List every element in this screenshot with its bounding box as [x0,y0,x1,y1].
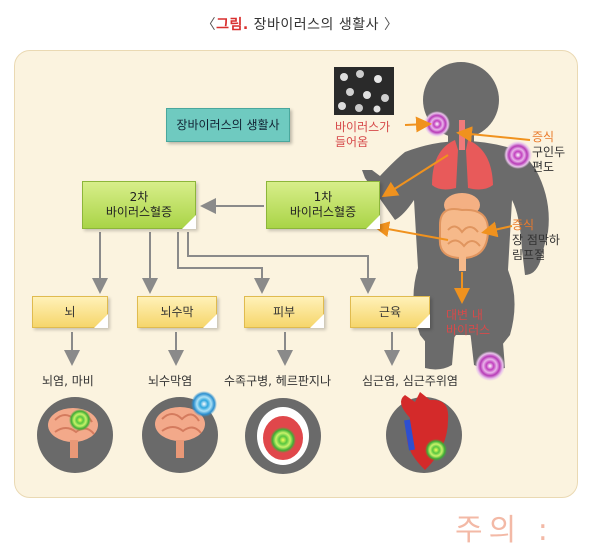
disease-label-brain: 뇌염, 마비 [42,374,94,388]
meninges-brain-icon [142,391,218,473]
to-muscle-arrow [187,232,376,294]
gut-arrow [481,221,513,238]
throat-arrow [456,126,531,143]
primary-viremia-arrow [381,154,449,198]
primary-viremia-box: 1차 바이러스혈증 [266,181,380,229]
virus-entry-label: 바이러스가 들어옴 [335,120,391,149]
entry-arrow [404,116,432,133]
throat-growth-label: 증식 구인두 편도 [532,130,566,174]
diagram-canvas [37,62,549,474]
to-skin-arrow [177,232,270,294]
disease-label-skin: 수족구병, 헤르판지나 [224,374,331,388]
organ-box-meninges: 뇌수막 [137,296,217,328]
infection-swirl-icon [504,141,532,169]
stool-virus-label: 대변 내 바이러스 [446,308,491,337]
mouth-throat-icon [245,398,321,474]
watermark-text: 주의 : [455,513,554,548]
organ-box-skin: 피부 [244,296,324,328]
organ-box-brain: 뇌 [32,296,108,328]
gut-growth-label: 증식 장 점막하 림프절 [512,218,560,262]
figure-title: 〈그림. 장바이러스의 생활사 〉 [201,17,399,33]
infection-swirl-icon [475,351,505,381]
brain-icon [37,397,113,473]
disease-label-meninges: 뇌수막염 [148,374,193,388]
virus-micrograph-icon [334,67,394,115]
gut-viremia-arrow [373,221,449,241]
diagram-title-box: 장바이러스의 생활사 [166,108,290,142]
secondary-viremia-box: 2차 바이러스혈증 [82,181,196,229]
organ-box-muscle: 근육 [350,296,430,328]
intestine-icon [438,193,490,271]
heart-icon [386,392,462,473]
disease-label-muscle: 심근염, 심근주위염 [362,374,458,388]
